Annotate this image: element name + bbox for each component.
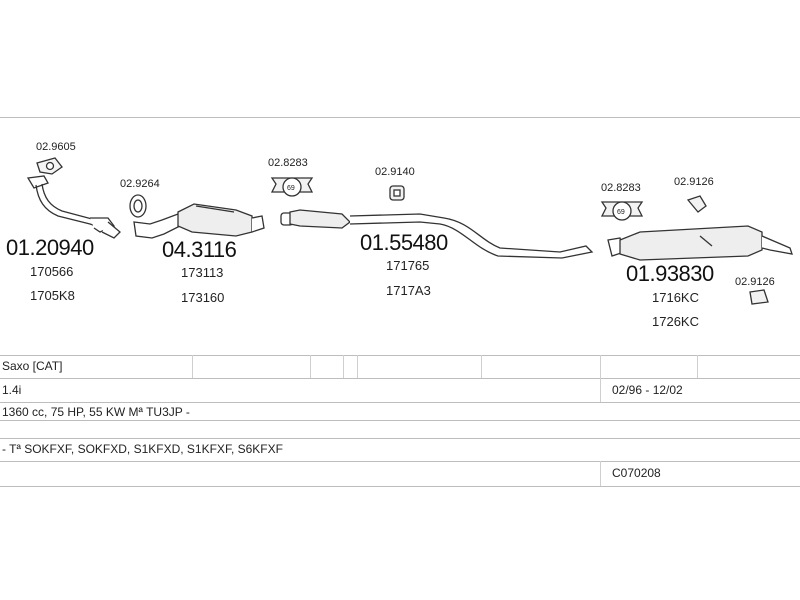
part-ref: 1705K8: [30, 288, 75, 303]
table-divider: [343, 355, 344, 378]
table-divider: [481, 355, 482, 378]
table-row-line: [0, 461, 800, 462]
table-divider: [697, 355, 698, 378]
table-top-border: [0, 355, 800, 356]
part-ref: 1717A3: [386, 283, 431, 298]
front-pipe-drawing: [26, 175, 121, 239]
small-part-code: 02.8283: [268, 157, 308, 169]
gasket-02-9605-drawing: [36, 157, 63, 175]
part-ref: 173160: [181, 290, 225, 305]
part-ref: 1716KC: [652, 290, 699, 305]
catalog-number: C070208: [612, 466, 661, 480]
small-part-code: 02.9126: [735, 276, 775, 288]
table-row-line: [0, 438, 800, 439]
table-divider: [600, 355, 601, 402]
hanger-02-9126-drawing: [749, 289, 769, 305]
small-part-code: 02.9605: [36, 141, 76, 153]
table-row-line: [0, 420, 800, 421]
centre-silencer-drawing: [280, 209, 594, 259]
small-part-code: 02.9140: [375, 166, 415, 178]
gasket-02-9264-drawing: [129, 194, 147, 218]
catalytic-converter-drawing: [133, 203, 265, 239]
table-row-line: [0, 378, 800, 379]
table-divider: [600, 461, 601, 486]
table-bottom-border: [0, 486, 800, 487]
part-code-front-pipe: 01.20940: [6, 235, 94, 260]
clamp-label-left: 69: [287, 185, 295, 192]
clamp-label-right: 69: [617, 209, 625, 216]
engine-types: - Tª SOKFXF, SOKFXD, S1KFXD, S1KFXF, S6K…: [2, 442, 283, 456]
part-ref: 171765: [386, 258, 430, 273]
table-divider: [192, 355, 193, 378]
clamp-02-8283-left-drawing: [270, 177, 314, 197]
part-code-rear-silencer: 01.93830: [626, 261, 714, 286]
hanger-02-9140-drawing: [389, 185, 405, 201]
part-code-catalyst: 04.3116: [162, 237, 237, 262]
small-part-code: 02.9126: [674, 176, 714, 188]
engine-spec: 1360 cc, 75 HP, 55 KW Mª TU3JP -: [2, 405, 190, 419]
exhaust-system-diagram: 69 69: [26, 157, 793, 305]
clamp-02-8283-right-drawing: [600, 201, 644, 221]
top-border: [0, 117, 800, 118]
hanger-02-9126-drawing: [686, 195, 707, 213]
vehicle-model: Saxo [CAT]: [2, 359, 63, 373]
table-divider: [310, 355, 311, 378]
part-ref: 1726KC: [652, 314, 699, 329]
rear-silencer-drawing: [607, 225, 793, 261]
part-code-centre-silencer: 01.55480: [360, 230, 448, 255]
table-row-line: [0, 402, 800, 403]
engine-size: 1.4i: [2, 383, 22, 397]
small-part-code: 02.8283: [601, 182, 641, 194]
small-part-code: 02.9264: [120, 178, 160, 190]
part-ref: 170566: [30, 264, 74, 279]
part-ref: 173113: [181, 265, 224, 280]
production-dates: 02/96 - 12/02: [612, 383, 683, 397]
table-divider: [357, 355, 358, 378]
